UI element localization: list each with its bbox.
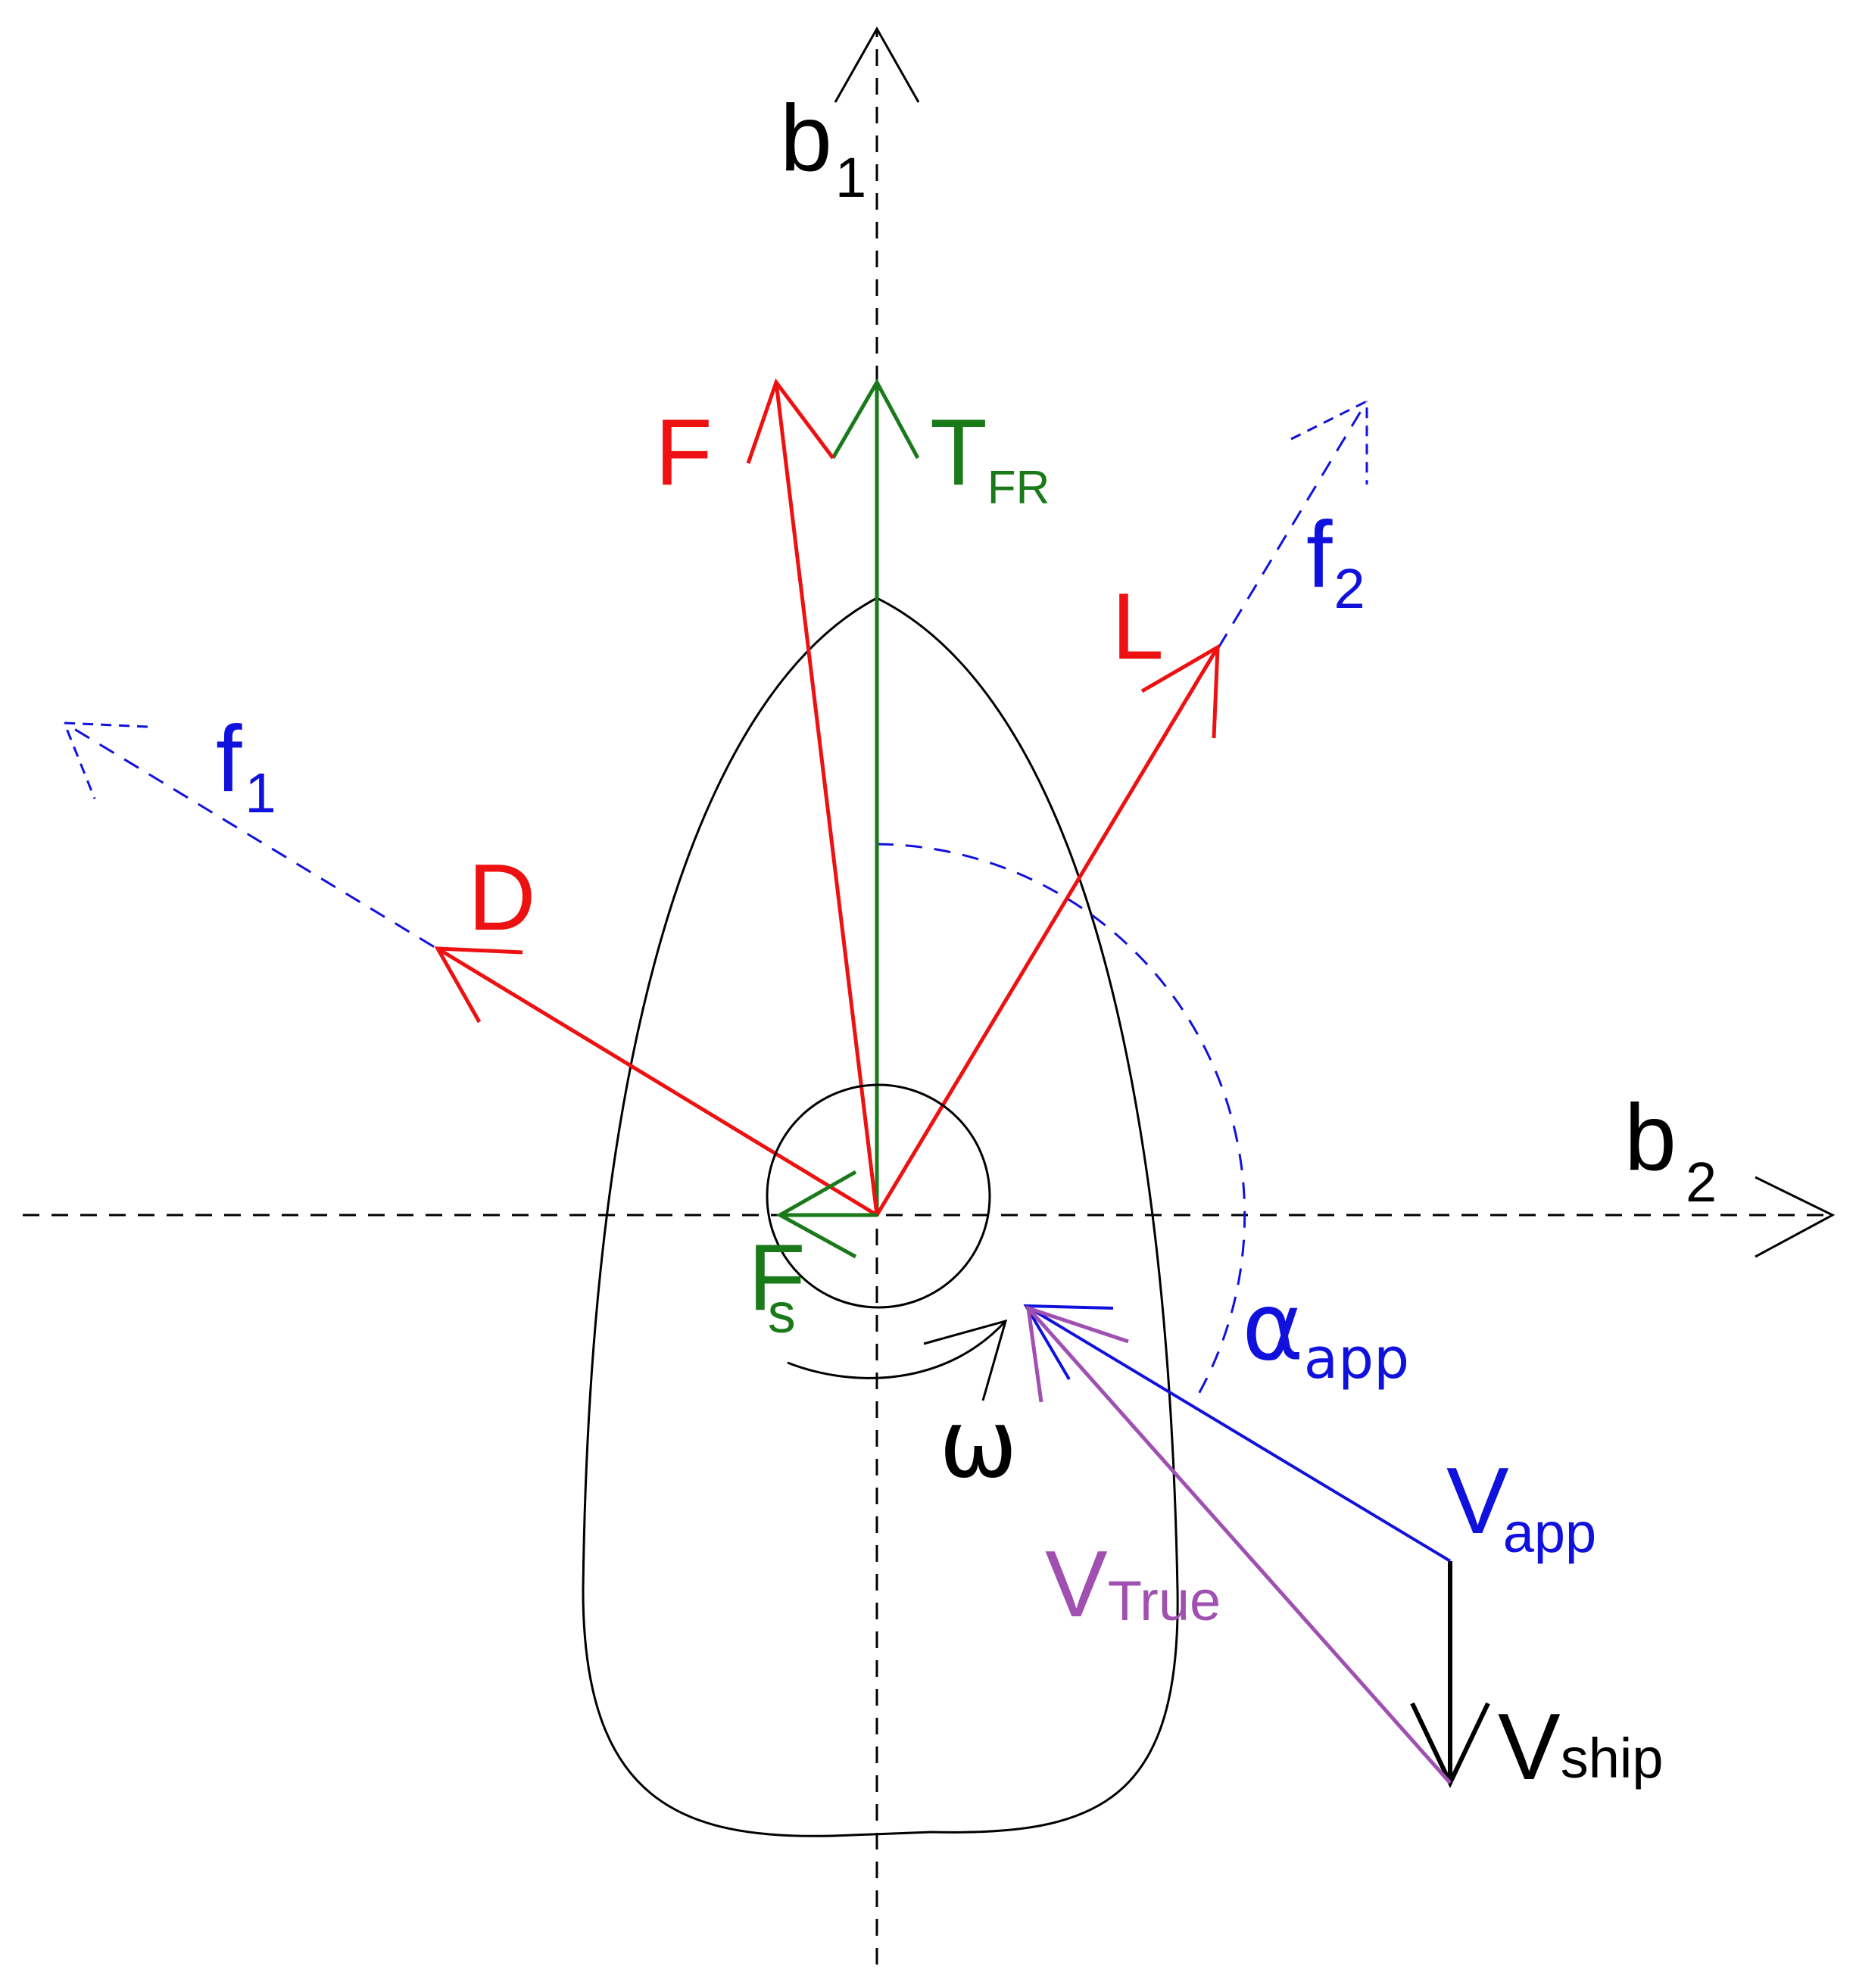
f1-label-sub: 1	[245, 762, 276, 824]
b2-axis-arrowhead	[1755, 1176, 1836, 1258]
b1-axis-arrowhead	[834, 26, 920, 103]
f2-label-sub: 2	[1334, 557, 1365, 620]
drag-arrowhead	[434, 946, 523, 1024]
alpha-app-label-sub: app	[1304, 1326, 1409, 1391]
f1-axis-arrowhead	[62, 721, 148, 799]
thrust-label-main: T	[930, 400, 987, 505]
omega-rotation-arc	[787, 1320, 1007, 1379]
ship-velocity-label-main: V	[1498, 1695, 1561, 1799]
alpha-app-arc	[876, 843, 1246, 1401]
side-force-label-sub: s	[768, 1282, 796, 1345]
f2-axis-arrowhead	[1290, 399, 1368, 485]
f2-label-main: f	[1306, 503, 1333, 607]
side-force-label-main: F	[748, 1226, 806, 1330]
apparent-wind-label-main: V	[1446, 1449, 1509, 1553]
true-wind-vector	[1027, 1307, 1452, 1784]
apparent-wind-label: Vapp	[1446, 1449, 1596, 1564]
lift-arrowhead	[1140, 643, 1220, 739]
lift-label: L	[1112, 575, 1164, 679]
omega-label: ω	[939, 1390, 1018, 1499]
alpha-app-label: αapp	[1242, 1273, 1409, 1391]
hull-outline	[582, 597, 1179, 1837]
drag-vector	[436, 946, 878, 1217]
thrust-arrowhead	[831, 378, 920, 460]
side-force-arrowhead	[775, 1170, 857, 1259]
omega-arrowhead	[923, 1319, 1008, 1401]
b2-label-main: b	[1624, 1086, 1677, 1190]
resultant-force-label: F	[655, 400, 713, 505]
resultant-force-arrowhead	[746, 378, 834, 464]
f1-label-main: f	[216, 707, 242, 812]
b1-label: b1	[780, 86, 866, 209]
resultant-force-vector	[774, 382, 879, 1216]
apparent-wind-arrowhead	[1023, 1304, 1114, 1381]
true-wind-label-sub: True	[1108, 1569, 1221, 1632]
f2-label: f2	[1306, 503, 1365, 620]
ship-velocity-label-sub: ship	[1561, 1727, 1664, 1790]
b1-label-main: b	[780, 86, 832, 191]
apparent-wind-label-sub: app	[1503, 1501, 1596, 1564]
true-wind-label: VTrue	[1045, 1532, 1221, 1637]
b2-label-sub: 2	[1686, 1151, 1717, 1214]
lift-vector	[875, 646, 1220, 1217]
center-of-rotation	[766, 1083, 991, 1309]
true-wind-label-main: V	[1045, 1532, 1108, 1637]
apparent-wind-vector	[1025, 1304, 1452, 1563]
side-force-label: Fs	[748, 1226, 806, 1345]
thrust-label: TFR	[930, 400, 1050, 514]
f1-label: f1	[216, 707, 276, 824]
true-wind-arrowhead	[1025, 1305, 1129, 1403]
ship-velocity-label: Vship	[1498, 1695, 1663, 1799]
drag-label: D	[468, 846, 536, 950]
b1-label-sub: 1	[835, 146, 866, 209]
thrust-label-sub: FR	[987, 462, 1050, 514]
alpha-app-label-main: α	[1242, 1273, 1304, 1382]
